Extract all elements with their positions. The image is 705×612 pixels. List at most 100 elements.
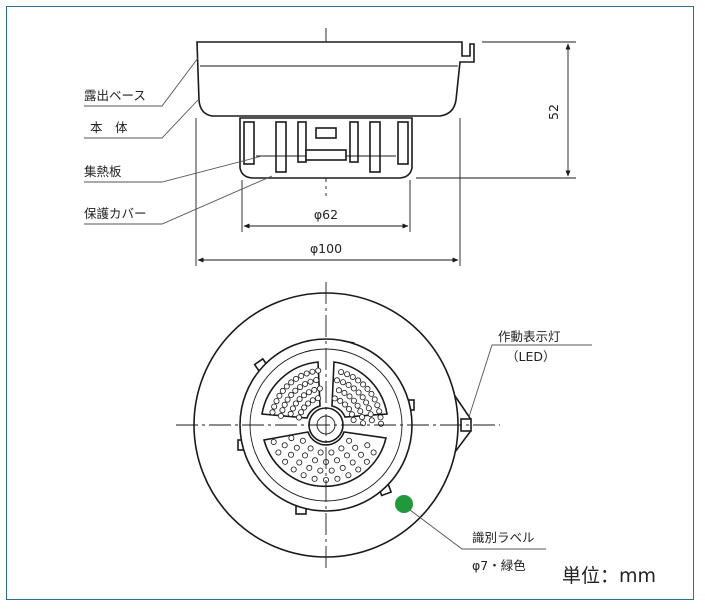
vent-hole bbox=[337, 397, 344, 404]
dim-62-label: φ62 bbox=[314, 207, 338, 222]
label-led: （LED） bbox=[506, 349, 556, 364]
vent-hole bbox=[349, 373, 356, 380]
vent-hole bbox=[292, 375, 299, 382]
vent-hole bbox=[352, 444, 359, 451]
vent-hole bbox=[359, 420, 366, 427]
vent-hole bbox=[303, 370, 310, 377]
vent-hole bbox=[359, 414, 366, 421]
vent-hole bbox=[331, 395, 338, 402]
vent-hole bbox=[311, 475, 318, 482]
vent-hole bbox=[363, 399, 370, 406]
vent-hole bbox=[348, 411, 355, 418]
vent-hole bbox=[357, 451, 364, 458]
vent-hole bbox=[355, 377, 362, 384]
vent-hole bbox=[284, 396, 291, 403]
vent-hole bbox=[298, 372, 305, 379]
label-id-label-spec: φ7・緑色 bbox=[472, 558, 526, 573]
vent-hole bbox=[360, 381, 367, 388]
vent-hole bbox=[339, 464, 346, 471]
vent-hole bbox=[343, 452, 350, 459]
label-id-label: 識別ラベル bbox=[472, 530, 535, 545]
vent-hole bbox=[306, 464, 313, 471]
vent-hole bbox=[281, 442, 288, 449]
vent-hole bbox=[354, 402, 361, 409]
vent-hole bbox=[276, 392, 283, 399]
label-protective-cover: 保護カバー bbox=[84, 206, 147, 221]
vent-hole bbox=[346, 393, 353, 400]
vent-hole bbox=[355, 466, 362, 473]
leader-exposed-base bbox=[84, 57, 199, 107]
vent-hole bbox=[315, 367, 322, 374]
sensor-block bbox=[315, 127, 337, 139]
vent-hole bbox=[299, 437, 306, 444]
dim-100-label: φ100 bbox=[310, 241, 342, 256]
vent-hole bbox=[296, 459, 303, 466]
vent-hole bbox=[273, 398, 280, 405]
vent-hole bbox=[283, 383, 290, 390]
vent-hole bbox=[302, 380, 309, 387]
vent-hole bbox=[317, 467, 324, 474]
vent-hole bbox=[368, 417, 375, 424]
vent-hole bbox=[288, 379, 295, 386]
vent-hole bbox=[328, 449, 335, 456]
vent-hole bbox=[345, 405, 352, 412]
vent-hole bbox=[368, 390, 375, 397]
vent-hole bbox=[357, 408, 364, 415]
vent-hole bbox=[359, 394, 366, 401]
vent-hole bbox=[289, 405, 296, 412]
vent-hole bbox=[338, 369, 345, 376]
id-label-dot bbox=[395, 495, 413, 513]
unit-label: 単位：mm bbox=[562, 565, 656, 587]
vent-hole bbox=[271, 403, 278, 410]
vent-hole bbox=[307, 378, 314, 385]
vent-hole bbox=[350, 385, 357, 392]
vent-hole bbox=[300, 472, 307, 479]
vent-hole bbox=[269, 409, 276, 416]
vent-hole bbox=[293, 444, 300, 451]
label-indicator-lamp: 作動表示灯 bbox=[498, 329, 561, 344]
vent-hole bbox=[376, 408, 383, 415]
cover-ribs bbox=[243, 121, 409, 173]
vent-hole bbox=[301, 404, 308, 411]
heat-collector-shape bbox=[239, 117, 413, 179]
vent-hole bbox=[309, 368, 316, 375]
vent-hole bbox=[290, 466, 297, 473]
vent-hole bbox=[339, 379, 346, 386]
vent-hole bbox=[328, 467, 335, 474]
vent-hole bbox=[317, 449, 324, 456]
vent-hole bbox=[300, 392, 307, 399]
vent-hole bbox=[277, 412, 284, 419]
leader-id-label bbox=[409, 509, 546, 550]
vent-hole bbox=[311, 386, 318, 393]
leader-indicator-lamp bbox=[467, 344, 592, 421]
leader-heat-plate bbox=[84, 155, 263, 183]
vent-hole bbox=[365, 405, 372, 412]
vent-hole bbox=[363, 458, 370, 465]
top-view: 作動表示灯 （LED） 識別ラベル φ7・緑色 単位：mm bbox=[176, 282, 656, 587]
vent-hole bbox=[287, 451, 294, 458]
vent-hole bbox=[350, 397, 357, 404]
vent-hole bbox=[301, 452, 308, 459]
vent-hole bbox=[281, 401, 288, 408]
vent-hole bbox=[333, 377, 340, 384]
dim-height-label: 52 bbox=[546, 104, 561, 120]
vent-hole bbox=[296, 384, 303, 391]
vent-hole bbox=[292, 387, 299, 394]
vent-hole bbox=[341, 401, 348, 408]
vent-hole bbox=[296, 396, 303, 403]
vent-hole bbox=[275, 449, 282, 456]
exposed-base-shape bbox=[196, 41, 475, 117]
vent-hole bbox=[345, 472, 352, 479]
vent-holes bbox=[269, 367, 384, 483]
leader-protective-cover bbox=[84, 175, 273, 225]
vent-hole bbox=[314, 395, 321, 402]
vent-hole bbox=[346, 437, 353, 444]
vent-hole bbox=[305, 389, 312, 396]
vent-hole bbox=[333, 457, 340, 464]
vent-hole bbox=[370, 449, 377, 456]
vent-hole bbox=[345, 381, 352, 388]
label-exposed-base: 露出ベース bbox=[84, 88, 146, 103]
vent-hole bbox=[295, 414, 302, 421]
vent-hole bbox=[364, 385, 371, 392]
